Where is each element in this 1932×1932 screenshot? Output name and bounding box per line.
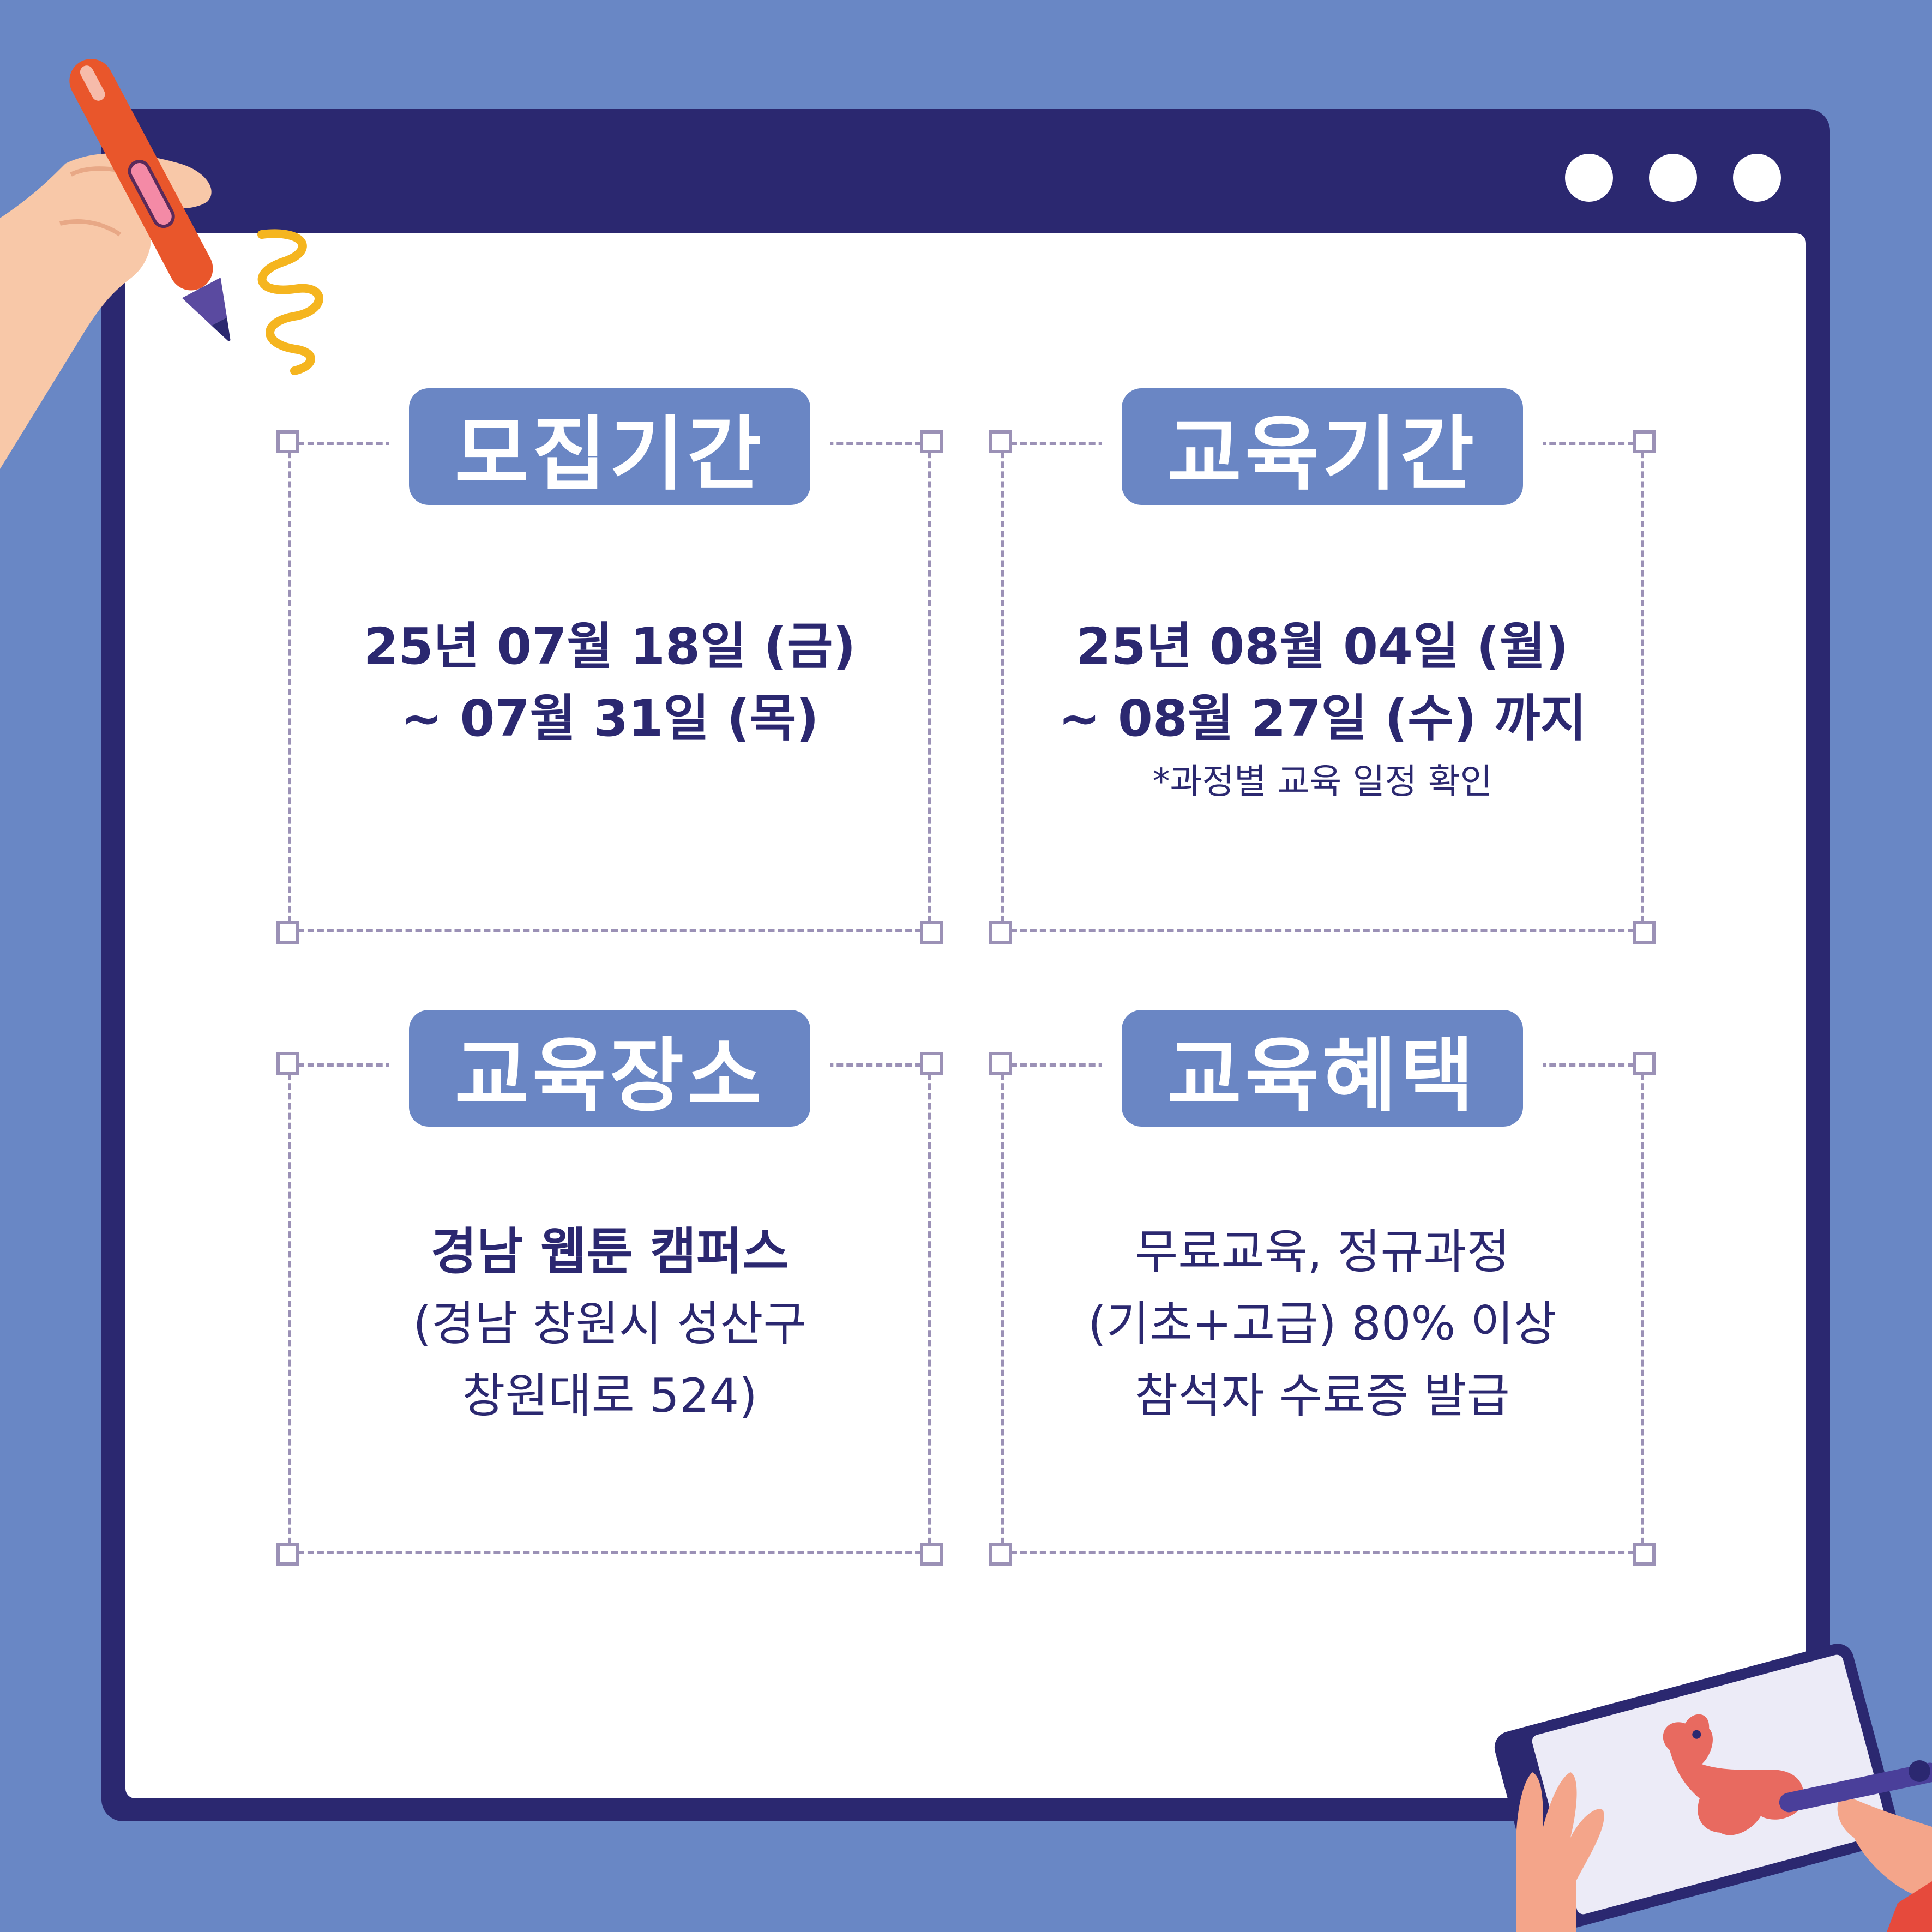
frame-corner bbox=[1633, 1052, 1656, 1075]
window-dot[interactable] bbox=[1649, 154, 1697, 202]
education-place-panel: 교육장소 경남 웹툰 캠퍼스 (경남 창원시 성산구 창원대로 524) bbox=[276, 1010, 943, 1566]
window-controls bbox=[1565, 154, 1781, 202]
education-benefit-panel: 교육혜택 무료교육, 정규과정 (기초+고급) 80% 이상 참석자 수료증 발… bbox=[989, 1010, 1656, 1566]
hands-drawing-on-tablet-icon bbox=[1494, 1644, 1932, 1932]
venue-address-line: (경남 창원시 성산구 bbox=[413, 1297, 806, 1351]
frame-corner bbox=[920, 1052, 943, 1075]
frame-corner bbox=[1633, 1543, 1656, 1566]
education-end-date: ~ 08월 27일 (수) 까지 bbox=[1058, 689, 1587, 748]
recruitment-end-date: ~ 07월 31일 (목) bbox=[400, 689, 819, 748]
browser-window bbox=[101, 109, 1830, 1821]
education-start-date: 25년 08월 04일 (월) bbox=[1076, 617, 1569, 676]
frame-corner bbox=[920, 1543, 943, 1566]
education-benefit-title: 교육혜택 bbox=[1122, 1010, 1523, 1127]
frame-corner bbox=[989, 1543, 1012, 1566]
frame-corner bbox=[276, 430, 299, 453]
education-benefit-body: 무료교육, 정규과정 (기초+고급) 80% 이상 참석자 수료증 발급 bbox=[1017, 1216, 1628, 1432]
frame-corner bbox=[989, 1052, 1012, 1075]
frame-corner bbox=[276, 1052, 299, 1075]
recruitment-period-body: 25년 07월 18일 (금) ~ 07월 31일 (목) bbox=[304, 611, 915, 755]
content-area bbox=[125, 233, 1806, 1798]
frame-corner bbox=[989, 430, 1012, 453]
recruitment-start-date: 25년 07월 18일 (금) bbox=[363, 617, 856, 676]
venue-name: 경남 웹툰 캠퍼스 bbox=[430, 1223, 789, 1281]
recruitment-period-title: 모집기간 bbox=[409, 388, 810, 505]
window-dot[interactable] bbox=[1565, 154, 1613, 202]
benefit-line: (기초+고급) 80% 이상 bbox=[1088, 1297, 1557, 1351]
recruitment-period-panel: 모집기간 25년 07월 18일 (금) ~ 07월 31일 (목) bbox=[276, 388, 943, 944]
education-place-body: 경남 웹툰 캠퍼스 (경남 창원시 성산구 창원대로 524) bbox=[304, 1216, 915, 1432]
venue-address-line: 창원대로 524) bbox=[462, 1369, 757, 1423]
frame-corner bbox=[920, 921, 943, 944]
frame-corner bbox=[989, 921, 1012, 944]
frame-corner bbox=[1633, 430, 1656, 453]
education-period-body: 25년 08월 04일 (월) ~ 08월 27일 (수) 까지 *과정별 교육… bbox=[1017, 611, 1628, 804]
benefit-line: 참석자 수료증 발급 bbox=[1135, 1369, 1510, 1423]
education-place-title: 교육장소 bbox=[409, 1010, 810, 1127]
benefit-line: 무료교육, 정규과정 bbox=[1135, 1225, 1510, 1279]
frame-corner bbox=[276, 921, 299, 944]
hand-holding-pen-icon bbox=[0, 59, 323, 469]
education-period-title: 교육기간 bbox=[1122, 388, 1523, 505]
schedule-note: *과정별 교육 일정 확인 bbox=[1152, 762, 1492, 802]
frame-corner bbox=[920, 430, 943, 453]
window-dot[interactable] bbox=[1733, 154, 1781, 202]
frame-corner bbox=[276, 1543, 299, 1566]
education-period-panel: 교육기간 25년 08월 04일 (월) ~ 08월 27일 (수) 까지 *과… bbox=[989, 388, 1656, 944]
frame-corner bbox=[1633, 921, 1656, 944]
